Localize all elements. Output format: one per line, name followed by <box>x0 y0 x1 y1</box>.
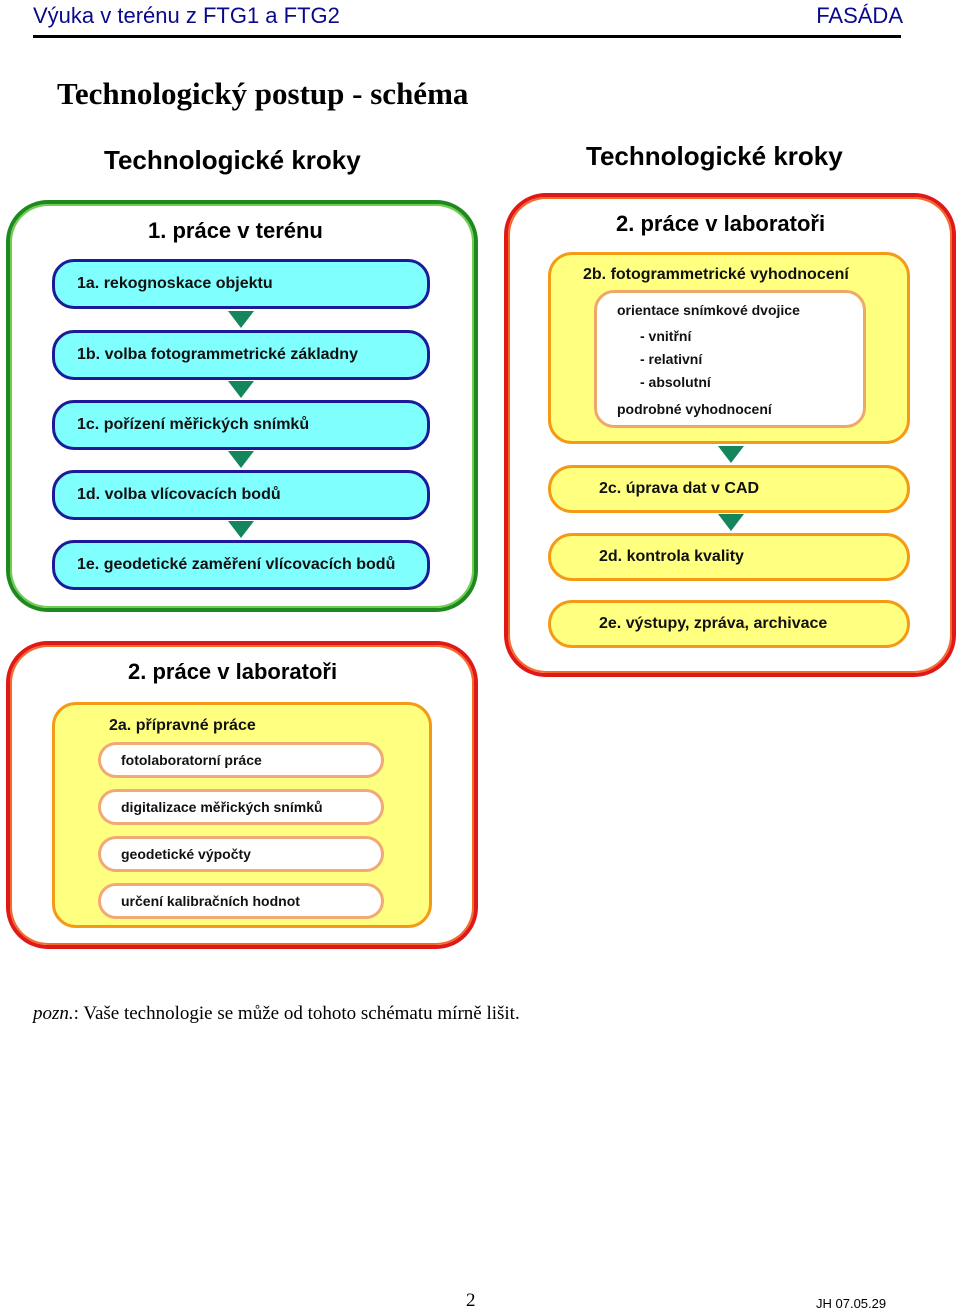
header-right-title: FASÁDA <box>816 3 903 28</box>
footnote-text: : Vaše technologie se může od tohoto sch… <box>73 1003 520 1024</box>
arrow-down-icon <box>228 381 254 398</box>
lab-work-title-right: 2. práce v laboratoři <box>616 211 826 236</box>
orientation-heading: orientace snímkové dvojice <box>617 302 800 318</box>
step-1e: 1e. geodetické zaměření vlícovacích bodů <box>52 540 430 590</box>
orientation-item-inner: - vnitřní <box>640 328 692 344</box>
page-title: Technologický postup - schéma <box>57 76 469 111</box>
arrow-down-icon <box>718 514 744 531</box>
header-divider <box>33 35 901 38</box>
step-1b: 1b. volba fotogrammetrické základny <box>52 330 430 380</box>
arrow-down-icon <box>228 521 254 538</box>
prep-item-digitization: digitalizace měřických snímků <box>98 789 384 825</box>
left-column-title: Technologické kroky <box>104 145 361 175</box>
prep-item-geodetic: geodetické výpočty <box>98 836 384 872</box>
step-2a-label: 2a. přípravné práce <box>109 717 256 734</box>
step-2b-label: 2b. fotogrammetrické vyhodnocení <box>583 266 849 283</box>
orientation-box: orientace snímkové dvojice - vnitřní - r… <box>594 290 866 428</box>
step-2c: 2c. úprava dat v CAD <box>548 465 910 513</box>
footnote-prefix: pozn. <box>33 1003 74 1024</box>
prep-item-photolab: fotolaboratorní práce <box>98 742 384 778</box>
orientation-item-absolute: - absolutní <box>640 374 711 390</box>
step-1a: 1a. rekognoskace objektu <box>52 259 430 309</box>
arrow-down-icon <box>228 451 254 468</box>
step-2d: 2d. kontrola kvality <box>548 533 910 581</box>
right-column-title: Technologické kroky <box>586 141 843 171</box>
header-left-title: Výuka v terénu z FTG1 a FTG2 <box>33 3 340 28</box>
arrow-down-icon <box>718 446 744 463</box>
page-number: 2 <box>466 1290 476 1311</box>
arrow-down-icon <box>228 311 254 328</box>
prep-item-calibration: určení kalibračních hodnot <box>98 883 384 919</box>
step-2e: 2e. výstupy, zpráva, archivace <box>548 600 910 648</box>
orientation-item-relative: - relativní <box>640 351 703 367</box>
detailed-evaluation: podrobné vyhodnocení <box>617 401 772 417</box>
footnote: pozn.: Vaše technologie se může od tohot… <box>33 1003 520 1025</box>
field-work-title: 1. práce v terénu <box>148 218 323 243</box>
step-1d: 1d. volba vlícovacích bodů <box>52 470 430 520</box>
footer-date: JH 07.05.29 <box>816 1296 887 1311</box>
lab-work-title-left: 2. práce v laboratoři <box>128 659 338 684</box>
step-1c: 1c. pořízení měřických snímků <box>52 400 430 450</box>
